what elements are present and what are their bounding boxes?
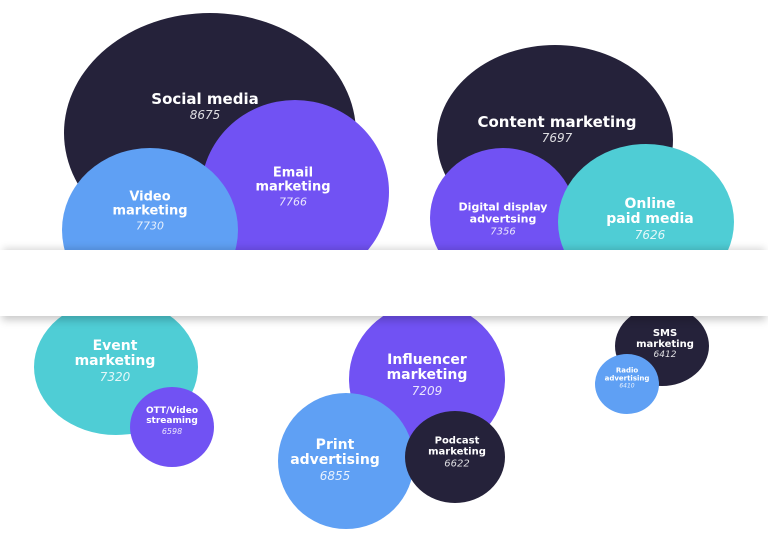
bubble-value: 6598 xyxy=(161,426,183,436)
bubble-name: OTT/Video streaming xyxy=(145,405,199,426)
bubble-value: 7320 xyxy=(99,369,131,384)
bubble-name: Digital display advertsing xyxy=(458,200,548,226)
bubble-value: 6855 xyxy=(319,468,351,483)
bubble-print-advertising xyxy=(278,393,414,529)
bubble-value: 7766 xyxy=(278,195,307,209)
bubble-value: 6410 xyxy=(619,382,635,390)
bubble-name: Influencer marketing xyxy=(386,351,468,384)
bubble-name: Print advertising xyxy=(290,436,380,469)
bubble-value: 6622 xyxy=(444,458,470,470)
bubble-name: Social media xyxy=(151,89,259,108)
bubble-name: Event marketing xyxy=(74,337,156,370)
bubble-radio-advertising xyxy=(595,354,659,414)
bubble-value: 7730 xyxy=(135,219,164,233)
bubble-value: 7697 xyxy=(541,130,573,145)
bubble-name: Email marketing xyxy=(255,165,331,195)
bubble-value: 7626 xyxy=(634,227,666,242)
white-banner-band xyxy=(0,250,768,316)
bubble-value: 7356 xyxy=(490,226,516,238)
bubble-name: Content marketing xyxy=(477,112,637,131)
bubble-name: Online paid media xyxy=(606,195,694,228)
bubble-value: 6412 xyxy=(653,350,677,361)
bubble-value: 7209 xyxy=(411,383,443,398)
bubble-ott-video-streaming xyxy=(130,387,214,467)
bubble-name: Video marketing xyxy=(112,189,188,219)
bubble-value: 8675 xyxy=(189,107,221,122)
bubble-name: Radio advertising xyxy=(604,366,650,383)
bubble-name: SMS marketing xyxy=(636,328,694,351)
bubble-podcast-marketing xyxy=(405,411,505,503)
bubble-name: Podcast marketing xyxy=(428,435,486,458)
